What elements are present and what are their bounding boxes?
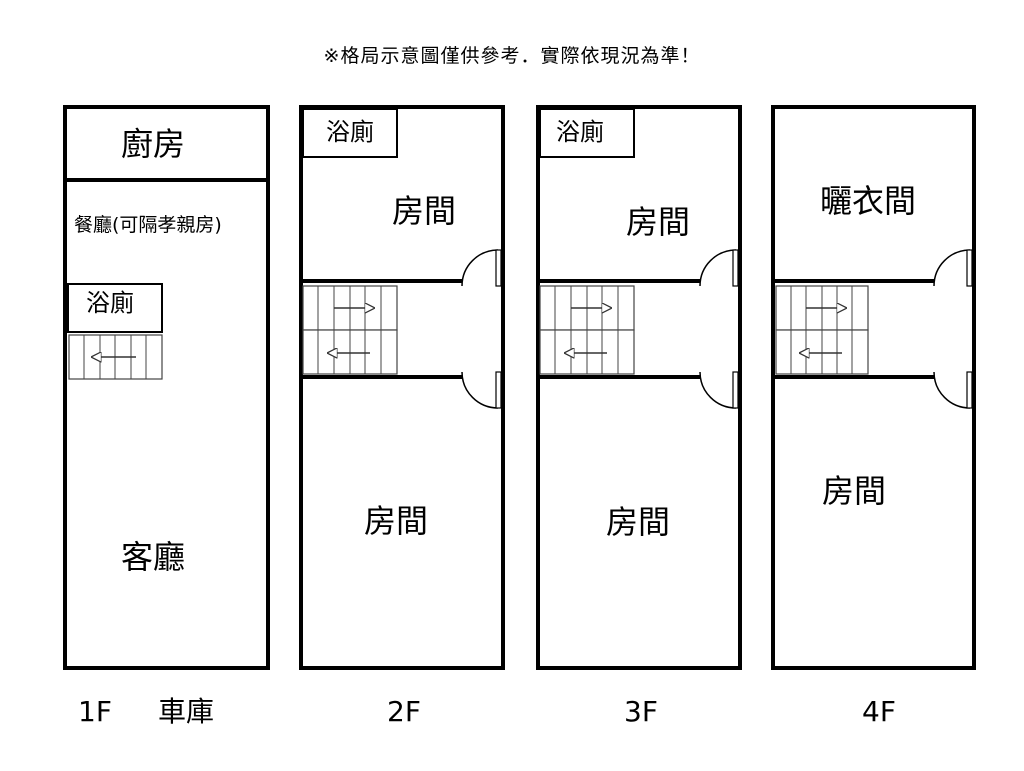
- room-label-room-2f-upper: 房間: [392, 192, 457, 230]
- room-label-bathroom-3f: 浴廁: [556, 118, 604, 146]
- disclaimer-note: ※格局示意圖僅供參考．實際依現況為準！: [323, 45, 701, 67]
- room-label-kitchen-1f: 廚房: [121, 125, 186, 163]
- door-2f-upper: [461, 249, 502, 287]
- door-4f-lower: [933, 371, 973, 409]
- floor-label-2f: 2F: [387, 695, 421, 728]
- room-label-room-4f: 房間: [822, 472, 887, 510]
- room-label-room-2f-lower: 房間: [364, 502, 429, 540]
- bathroom-1f-box: [67, 283, 163, 333]
- floor-3f-outline: [536, 105, 742, 670]
- floor-label-3f: 3F: [624, 695, 658, 728]
- stairs-3f: [539, 285, 635, 375]
- door-3f-lower: [699, 371, 739, 409]
- floor-4f-outline: [771, 105, 976, 670]
- floor-1f-outline: [63, 105, 270, 670]
- room-label-laundry-4f: 曬衣間: [820, 182, 917, 220]
- door-2f-lower: [461, 371, 502, 409]
- room-label-room-3f-lower: 房間: [606, 503, 671, 541]
- door-4f-upper: [933, 249, 973, 287]
- stairs-2f: [302, 285, 398, 375]
- room-label-bathroom-1f: 浴廁: [86, 289, 134, 317]
- floor-2f-outline: [299, 105, 505, 670]
- bathroom-3f-box: [539, 108, 635, 158]
- bathroom-2f-box: [302, 108, 398, 158]
- stairs-1f: [68, 334, 163, 380]
- room-label-bathroom-2f: 浴廁: [326, 118, 374, 146]
- floor-4f-plan: [771, 105, 976, 670]
- garage-label: 車庫: [158, 695, 215, 728]
- floor-label-4f: 4F: [862, 695, 896, 728]
- room-label-room-3f-upper: 房間: [626, 203, 691, 241]
- stairs-4f: [775, 285, 869, 375]
- floor-1f-plan: [63, 105, 270, 670]
- floor-3f-plan: [536, 105, 742, 670]
- floor-label-1f: 1F: [78, 695, 112, 728]
- door-3f-upper: [699, 249, 739, 287]
- room-label-living-1f: 客廳: [121, 538, 186, 576]
- floor-2f-plan: [299, 105, 505, 670]
- room-label-dining-1f: 餐廳(可隔孝親房): [74, 214, 222, 236]
